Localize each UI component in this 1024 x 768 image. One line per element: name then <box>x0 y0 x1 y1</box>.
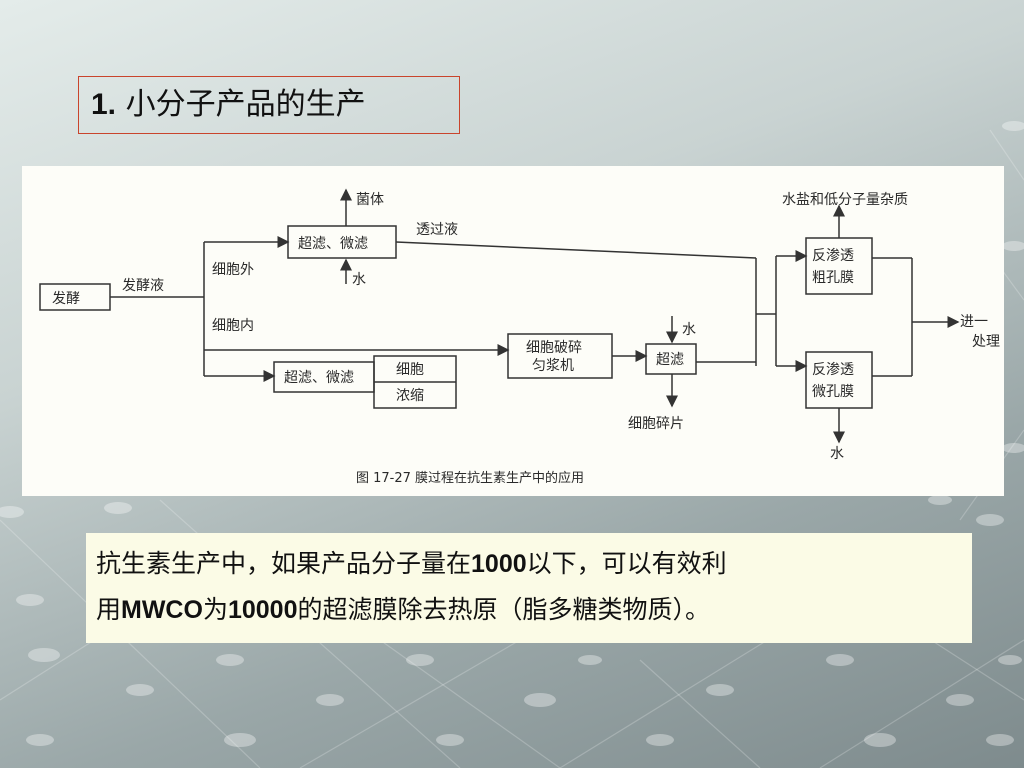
text-segment: 以下，可以有效利 <box>526 549 727 578</box>
text-segment: 用 <box>96 595 122 624</box>
figure-caption: 图 17-27 膜过程在抗生素生产中的应用 <box>356 470 584 486</box>
text-segment: 的超滤膜除去热原（脂多糖类物质）。 <box>297 595 710 624</box>
homog-2-label: 匀浆机 <box>532 358 574 374</box>
molecular-weight-value: 1000 <box>471 550 527 578</box>
mwco-term: MWCO <box>121 596 203 624</box>
explanation-text-box: 抗生素生产中，如果产品分子量在1000以下，可以有效利 用MWCO为10000的… <box>86 533 972 643</box>
ferment-label: 发酵 <box>52 291 80 307</box>
water-2-label: 水 <box>682 322 696 338</box>
title-number: 1. <box>91 88 117 121</box>
text-segment: 为 <box>202 595 228 624</box>
biomass-label: 菌体 <box>356 192 384 208</box>
homog-1-label: 细胞破碎 <box>526 340 582 356</box>
salts-label: 水盐和低分子量杂质 <box>782 192 908 208</box>
process-flow-diagram: 发酵 发酵液 细胞外 细胞内 超滤、微滤 菌体 水 透过液 超滤、微滤 细胞 浓… <box>22 166 1004 496</box>
ferment-liquid-label: 发酵液 <box>122 278 164 294</box>
cell-conc-2-label: 浓缩 <box>396 388 424 404</box>
cell-inside-label: 细胞内 <box>212 318 254 334</box>
mwco-value: 10000 <box>227 596 298 624</box>
ro-fine-1-label: 反渗透 <box>812 362 854 378</box>
water-3-label: 水 <box>830 446 844 462</box>
cell-conc-1-label: 细胞 <box>396 362 424 378</box>
water-1-label: 水 <box>352 272 366 288</box>
ro-coarse-2-label: 粗孔膜 <box>812 270 854 286</box>
ro-coarse-1-label: 反渗透 <box>812 248 854 264</box>
permeate-label: 透过液 <box>416 222 458 238</box>
further-1-label: 进一 <box>960 314 988 330</box>
title-text: 小分子产品的生产 <box>125 87 366 122</box>
text-line-1: 抗生素生产中，如果产品分子量在1000以下，可以有效利 <box>96 541 962 587</box>
further-2-label: 处理 <box>972 334 1000 350</box>
text-segment: 抗生素生产中，如果产品分子量在 <box>96 549 472 578</box>
figure-background <box>22 166 1004 496</box>
ro-fine-2-label: 微孔膜 <box>812 384 854 400</box>
text-line-2: 用MWCO为10000的超滤膜除去热原（脂多糖类物质）。 <box>96 587 962 633</box>
uf-mf-1-label: 超滤、微滤 <box>298 236 368 252</box>
cell-outside-label: 细胞外 <box>212 262 254 278</box>
uf-box <box>645 343 697 375</box>
debris-label: 细胞碎片 <box>628 416 684 432</box>
uf-mf-2-label: 超滤、微滤 <box>284 370 354 386</box>
uf-label: 超滤 <box>656 352 684 368</box>
slide-title: 1. 小分子产品的生产 <box>78 76 460 134</box>
